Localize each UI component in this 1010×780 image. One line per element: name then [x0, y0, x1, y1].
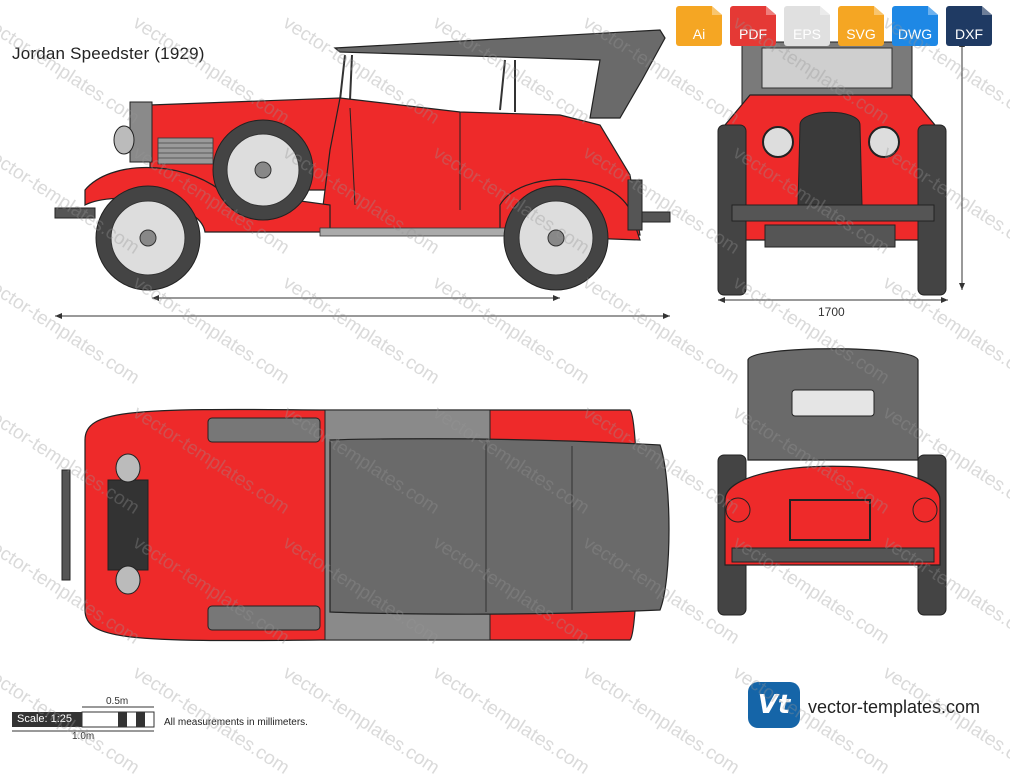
scale-half-label: 0.5m [106, 696, 129, 707]
side-view [54, 29, 671, 319]
width-dimension-label: 1700 [818, 305, 845, 319]
scale-label: Scale: 1:25 [12, 712, 82, 727]
format-dxf-button[interactable]: DXF [946, 6, 992, 46]
format-label: DXF [955, 26, 983, 42]
format-label: PDF [739, 26, 767, 42]
format-ai-button[interactable]: Ai [676, 6, 722, 46]
brand-site-link[interactable]: vector-templates.com [808, 697, 981, 717]
format-label: Ai [692, 26, 706, 42]
format-downloads: Ai PDF EPS SVG DWG DXF [676, 6, 992, 46]
format-label: SVG [846, 26, 876, 42]
blueprint-canvas [12, 29, 965, 732]
rear-view [717, 348, 947, 616]
scale-bar [12, 706, 155, 732]
format-label: EPS [792, 26, 821, 42]
format-svg-button[interactable]: SVG [838, 6, 884, 46]
format-label: DWG [897, 26, 933, 42]
measurement-note: All measurements in millimeters. [164, 717, 308, 728]
top-view [61, 408, 670, 642]
format-eps-button[interactable]: EPS [784, 6, 830, 46]
page-title: Jordan Speedster (1929) [12, 44, 205, 63]
scale-full-label: 1.0m [72, 731, 95, 742]
format-dwg-button[interactable]: DWG [892, 6, 938, 46]
front-view [717, 40, 965, 303]
brand-logo[interactable]: Vt [748, 682, 800, 728]
format-pdf-button[interactable]: PDF [730, 6, 776, 46]
